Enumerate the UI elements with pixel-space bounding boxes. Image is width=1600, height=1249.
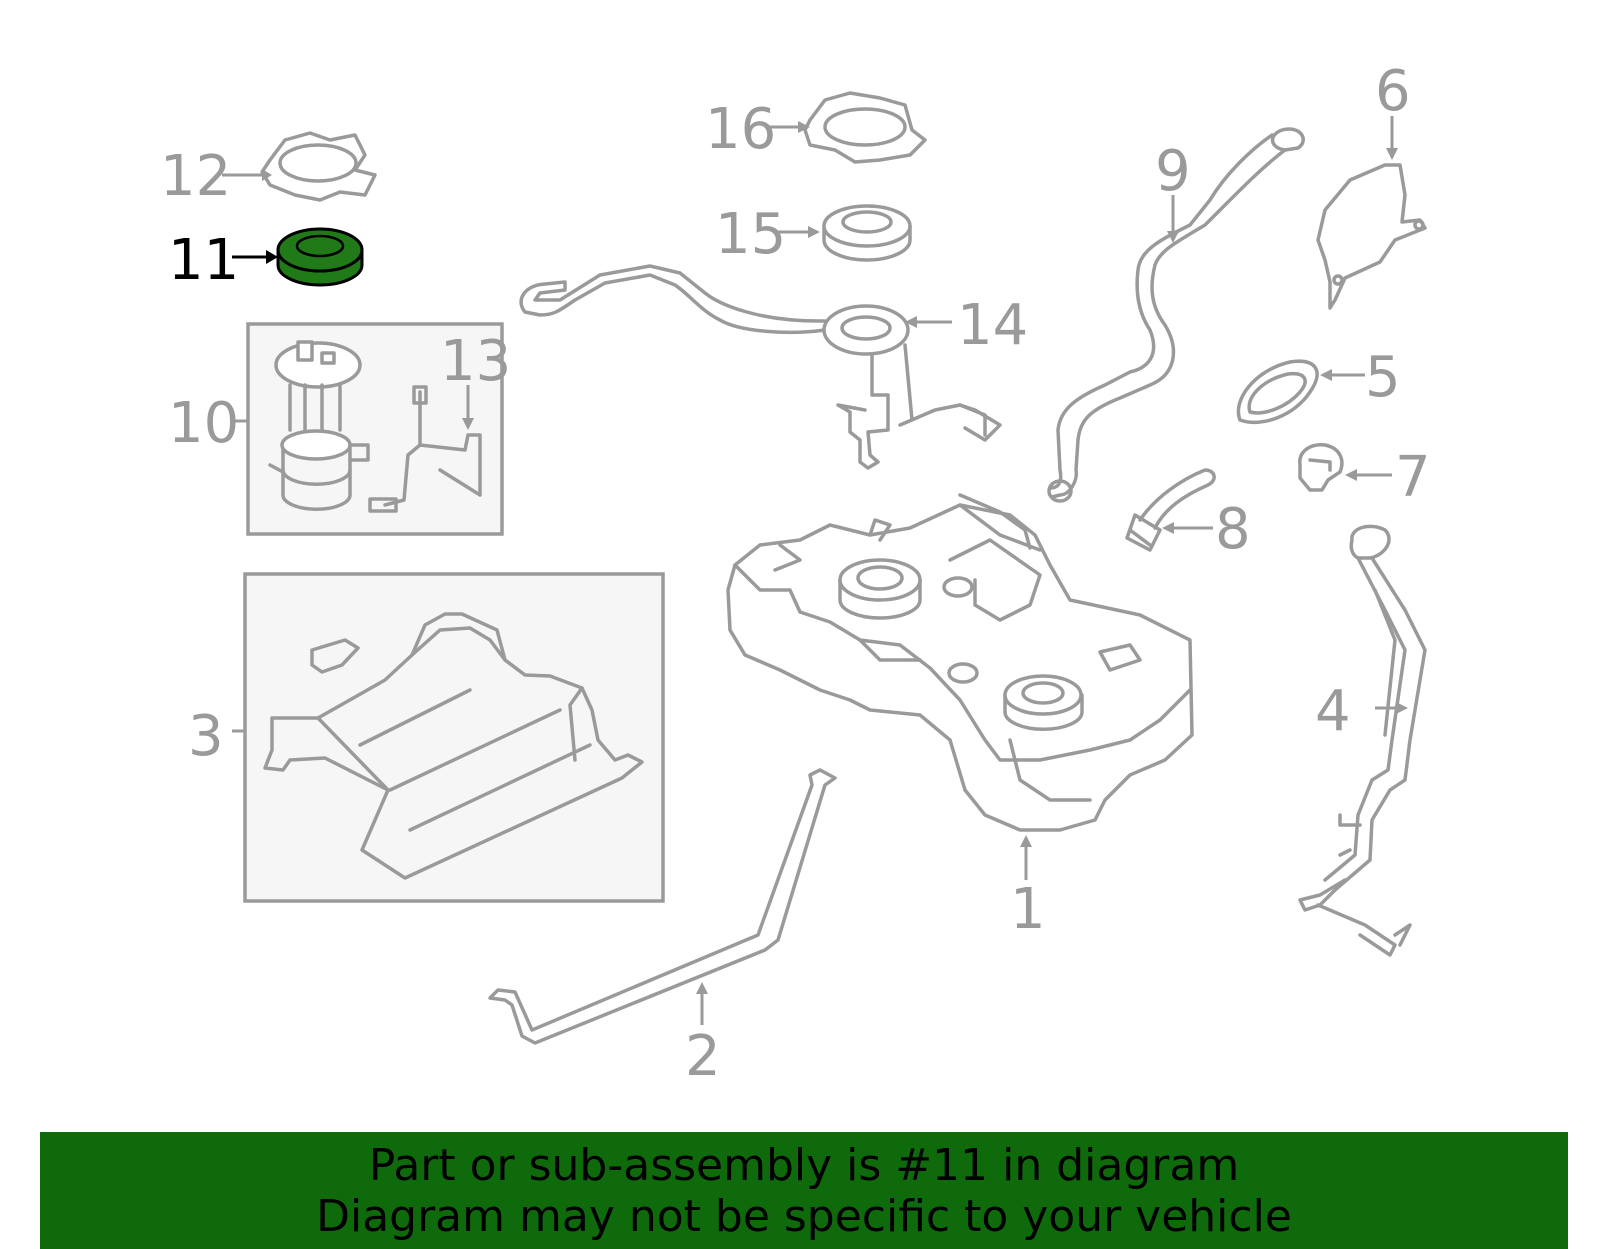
arrow-16 bbox=[798, 121, 810, 133]
callout-2[interactable]: 2 bbox=[685, 1024, 721, 1089]
callout-3[interactable]: 3 bbox=[188, 704, 224, 769]
callout-11[interactable]: 11 bbox=[168, 228, 239, 293]
part-15-seal[interactable] bbox=[822, 204, 912, 262]
banner-line-2: Diagram may not be specific to your vehi… bbox=[316, 1191, 1292, 1242]
arrow-2 bbox=[696, 982, 708, 994]
part-12-lock-ring[interactable] bbox=[260, 131, 377, 202]
callout-1[interactable]: 1 bbox=[1010, 877, 1046, 942]
arrow-4 bbox=[1396, 702, 1408, 714]
arrow-5 bbox=[1320, 369, 1332, 381]
part-5-gasket[interactable] bbox=[1236, 359, 1319, 425]
callout-8[interactable]: 8 bbox=[1215, 497, 1251, 562]
callout-7[interactable]: 7 bbox=[1395, 445, 1431, 510]
part-16-lock-ring[interactable] bbox=[803, 91, 927, 164]
callout-14[interactable]: 14 bbox=[957, 293, 1028, 358]
callout-12[interactable]: 12 bbox=[160, 144, 231, 209]
arrow-9 bbox=[1167, 231, 1179, 243]
callout-6[interactable]: 6 bbox=[1375, 59, 1411, 124]
part-11-seal[interactable] bbox=[276, 227, 364, 287]
callout-15[interactable]: 15 bbox=[715, 202, 786, 267]
callout-16[interactable]: 16 bbox=[705, 97, 776, 162]
arrow-7 bbox=[1345, 469, 1357, 481]
arrow-13 bbox=[462, 418, 474, 430]
arrow-1 bbox=[1020, 835, 1032, 847]
arrow-15 bbox=[808, 226, 820, 238]
part-10-fuel-pump-module[interactable] bbox=[268, 340, 482, 513]
arrow-12 bbox=[262, 169, 272, 181]
arrow-8 bbox=[1162, 522, 1174, 534]
arrow-6 bbox=[1386, 148, 1398, 160]
part-3-heat-shield[interactable] bbox=[263, 612, 644, 880]
callout-10[interactable]: 10 bbox=[168, 391, 239, 456]
part-14-sending-unit[interactable] bbox=[519, 264, 1002, 470]
callout-9[interactable]: 9 bbox=[1155, 139, 1191, 204]
arrow-14 bbox=[905, 316, 917, 328]
part-6-bracket[interactable] bbox=[1316, 163, 1427, 310]
box-3 bbox=[243, 572, 665, 903]
part-7-grommet[interactable] bbox=[1298, 443, 1344, 492]
info-banner: Part or sub-assembly is #11 in diagram D… bbox=[40, 1132, 1568, 1249]
callout-4[interactable]: 4 bbox=[1315, 679, 1351, 744]
callout-13[interactable]: 13 bbox=[440, 329, 511, 394]
part-1-fuel-tank[interactable] bbox=[726, 493, 1194, 832]
part-8-hose[interactable] bbox=[1125, 468, 1216, 552]
part-4-filler-pipe[interactable] bbox=[1298, 524, 1427, 957]
part-9-filler-hose[interactable] bbox=[1047, 127, 1305, 503]
arrow-11 bbox=[266, 250, 278, 264]
part-2-tank-strap[interactable] bbox=[488, 768, 837, 1045]
banner-line-1: Part or sub-assembly is #11 in diagram bbox=[368, 1140, 1240, 1191]
callout-5[interactable]: 5 bbox=[1365, 345, 1401, 410]
